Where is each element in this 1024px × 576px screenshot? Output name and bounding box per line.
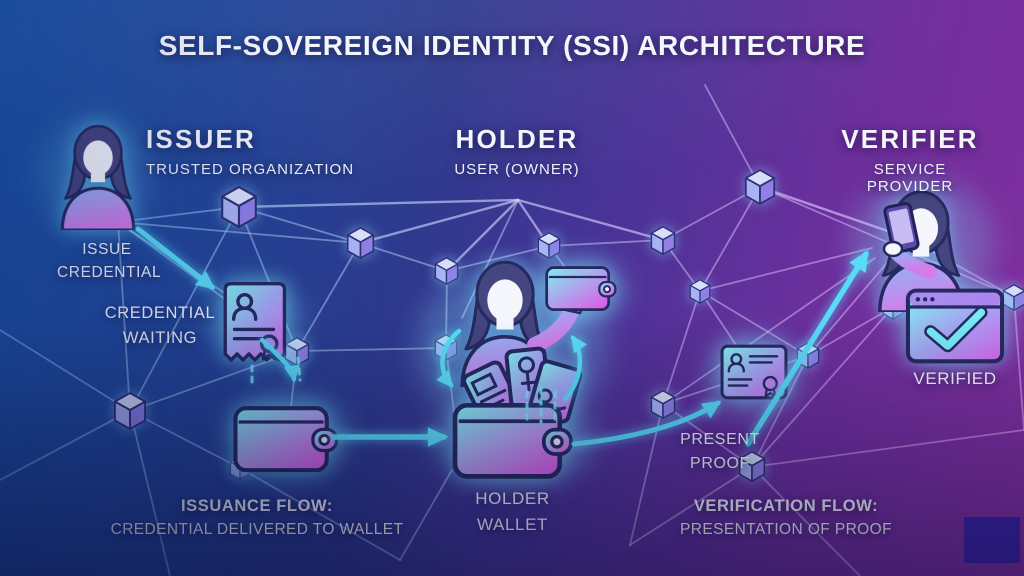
issuance-flow-subtitle: CREDENTIAL DELIVERED TO WALLET [110, 521, 404, 538]
verification-flow-title: VERIFICATION FLOW: [693, 497, 879, 515]
holder-pocket-wallet-icon [545, 266, 617, 312]
issuer-wallet-icon [235, 408, 336, 470]
credential-waiting-label: CREDENTIAL WAITING [104, 304, 216, 347]
present-proof-label: PRESENT PROOF [680, 431, 760, 472]
verifier-subtitle: SERVICE PROVIDER [866, 161, 954, 195]
verified-window-icon [908, 291, 1002, 362]
issue-credential-arrow [135, 226, 216, 290]
issuer-subtitle: TRUSTED ORGANIZATION [146, 161, 355, 178]
corner-logo-placeholder [964, 517, 1020, 563]
credential-to-wallet-arrow [259, 337, 300, 383]
credential-document-icon [223, 282, 287, 362]
phone-icon [883, 202, 920, 254]
holder-heading: HOLDER USER (OWNER) [454, 124, 579, 178]
holder-name: HOLDER [455, 124, 579, 154]
issue-credential-label: ISSUE CREDENTIAL [57, 241, 162, 282]
holder-subtitle: USER (OWNER) [454, 161, 580, 178]
verified-label: VERIFIED [913, 369, 997, 388]
issuer-heading: ISSUER TRUSTED ORGANIZATION [146, 124, 354, 178]
verification-flow-subtitle: PRESENTATION OF PROOF [680, 521, 892, 538]
proof-certificate-icon [720, 344, 788, 400]
wallet-cycle-left-arrow [436, 328, 462, 388]
proof-to-verifier-arrow [745, 250, 869, 447]
holder-wallet-cards-icon [455, 346, 583, 476]
present-proof-arrow [571, 400, 722, 447]
verifier-name: VERIFIER [841, 124, 979, 154]
holder-wallet-label: HOLDER WALLET [475, 489, 550, 534]
wallet-cycle-right-arrow [562, 334, 588, 402]
page-title: SELF-SOVEREIGN IDENTITY (SSI) ARCHITECTU… [158, 30, 866, 61]
flow-arrows [135, 226, 869, 447]
issuance-flow-caption: ISSUANCE FLOW: CREDENTIAL DELIVERED TO W… [111, 497, 404, 539]
issuance-flow-title: ISSUANCE FLOW: [180, 497, 334, 515]
verification-flow-caption: VERIFICATION FLOW: PRESENTATION OF PROOF [680, 497, 892, 539]
verifier-person-icon [878, 190, 964, 312]
verifier-heading: VERIFIER SERVICE PROVIDER [841, 124, 979, 195]
issuer-name: ISSUER [146, 124, 257, 154]
